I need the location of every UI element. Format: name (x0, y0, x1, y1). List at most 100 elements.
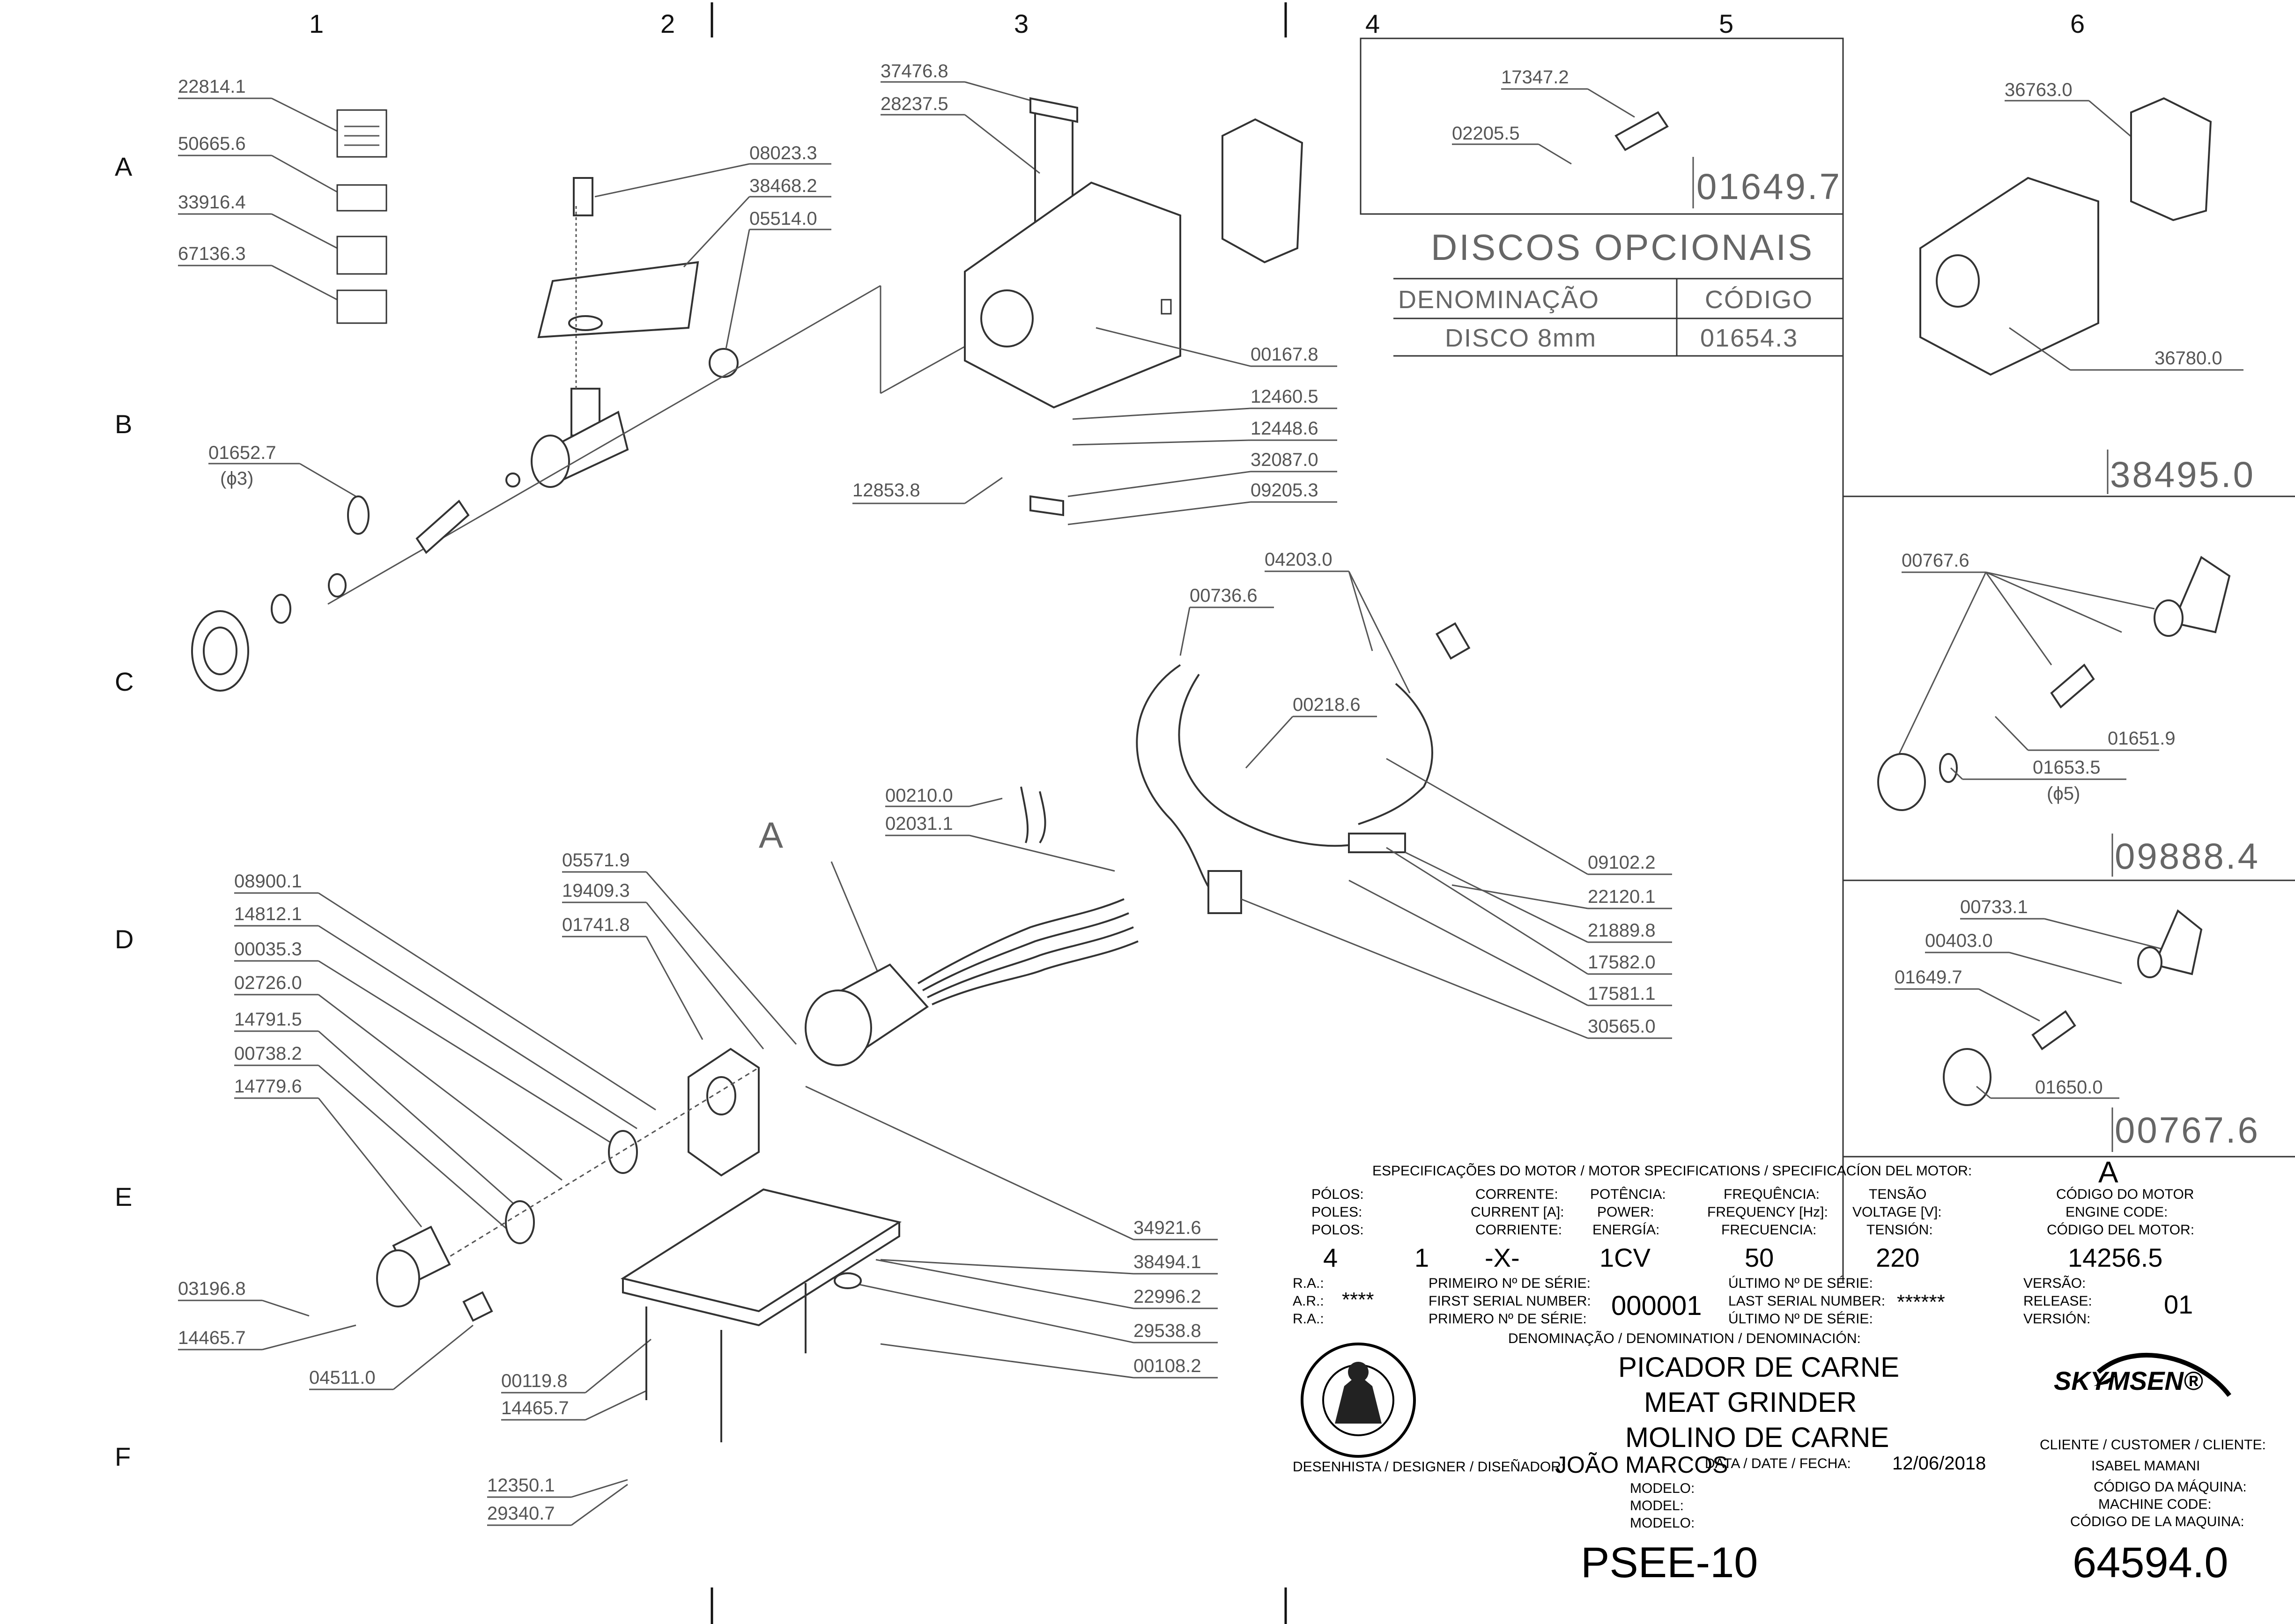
grid-row-b: B (115, 409, 132, 439)
last-serial-value: ****** (1897, 1291, 1945, 1314)
feed-screw-part (2031, 1010, 2076, 1050)
callout-00035-3: 00035.3 (234, 939, 302, 960)
title-block: ESPECIFICAÇÕES DO MOTOR / MOTOR SPECIFIC… (1293, 1155, 2266, 1587)
callout-12448-6: 12448.6 (1251, 418, 1318, 439)
grid-row-e: E (115, 1182, 132, 1211)
tray-part (537, 261, 699, 339)
power-value: 1CV (1599, 1243, 1651, 1272)
warning-label-icon (336, 236, 387, 275)
machine-code-label-en: MACHINE CODE: (2098, 1497, 2212, 1512)
callout-08023-3: 08023.3 (749, 143, 817, 163)
callout-01653-5: 01653.5 (2033, 757, 2101, 778)
callout-phi5: (ϕ5) (2047, 783, 2080, 804)
callout-29538-8: 29538.8 (1133, 1321, 1201, 1341)
callout-02205-5: 02205.5 (1452, 123, 1520, 144)
version-label-es: VERSIÓN: (2023, 1311, 2090, 1327)
callout-01652-7: 01652.7 (208, 443, 276, 463)
vent-cover-part (2130, 97, 2212, 221)
product-name-es: MOLINO DE CARNE (1625, 1422, 1889, 1453)
callout-09102-2: 09102.2 (1588, 852, 1656, 873)
callout-00218-6: 00218.6 (1293, 694, 1361, 715)
feed-screw-part (2050, 664, 2095, 709)
engine-code-value: 14256.5 (2068, 1243, 2162, 1272)
current-label-es: CORRIENTE: (1475, 1222, 1562, 1238)
callout-12350-1: 12350.1 (487, 1475, 555, 1496)
callout-32087-0: 32087.0 (1251, 450, 1318, 470)
callout-04203-0: 04203.0 (1265, 549, 1333, 570)
mouth-part (2172, 556, 2231, 634)
model-label-pt: MODELO: (1630, 1481, 1695, 1496)
callout-01650-0: 01650.0 (2035, 1077, 2103, 1098)
electrical-assembly: 04203.0 00736.6 00218.6 00210.0 02031.1 … (885, 549, 1672, 1039)
subassembly-box-09888-4: 09888.4 00767.6 01651.9 01653.5 (ϕ5) (1843, 550, 2295, 881)
foot-part (834, 1272, 862, 1289)
freq-label-pt: FREQUÊNCIA: (1724, 1187, 1820, 1202)
terminal-block-part (1348, 833, 1406, 853)
callout-29340-7: 29340.7 (487, 1503, 555, 1524)
grid-row-a: A (115, 152, 133, 181)
mouth-part (2153, 909, 2203, 975)
subassembly-code-01649-7: 01649.7 (1696, 166, 1842, 207)
date-label: DATA / DATE / FECHA: (1705, 1456, 1851, 1471)
machine-code-value: 64594.0 (2073, 1539, 2228, 1587)
callout-21889-8: 21889.8 (1588, 920, 1656, 941)
ring-nut-part (1877, 753, 1926, 811)
callout-02031-1: 02031.1 (885, 813, 953, 834)
product-name-en: MEAT GRINDER (1644, 1387, 1857, 1418)
poles-label-es: POLOS: (1311, 1222, 1364, 1238)
grid-col-6: 6 (2070, 9, 2085, 38)
date-value: 12/06/2018 (1892, 1453, 1986, 1474)
model-label-es: MODELO: (1630, 1515, 1695, 1531)
engine-code-label-pt: CÓDIGO DO MOTOR (2056, 1187, 2194, 1202)
callout-50665-6: 50665.6 (178, 133, 246, 154)
denomination-label: DENOMINAÇÃO / DENOMINATION / DENOMINACIÓ… (1508, 1330, 1861, 1346)
optional-discs-table: DISCOS OPCIONAIS DENOMINAÇÃO CÓDIGO DISC… (1393, 227, 1843, 357)
callout-05571-9: 05571.9 (562, 850, 630, 871)
callout-08900-1: 08900.1 (234, 871, 302, 892)
subassembly-code-00767-6: 00767.6 (2115, 1109, 2260, 1151)
machine-code-label-pt: CÓDIGO DA MÁQUINA: (2094, 1479, 2247, 1495)
callout-00736-6: 00736.6 (1190, 585, 1258, 606)
motor-housing-assembly: 37476.8 28237.5 00167.8 12460.5 12448.6 … (852, 61, 1337, 525)
ra-label-2: R.A.: (1293, 1311, 1324, 1327)
callout-01741-8: 01741.8 (562, 915, 630, 935)
grid-col-5: 5 (1719, 9, 1733, 38)
optional-discs-col-name: DENOMINAÇÃO (1398, 286, 1599, 314)
grid-col-2: 2 (660, 9, 675, 38)
frequency-value: 50 (1745, 1243, 1774, 1272)
volt-label-en: VOLTAGE [V]: (1852, 1204, 1942, 1220)
warning-labels-group: 22814.1 50665.6 33916.4 67136.3 (178, 76, 387, 324)
callout-38468-2: 38468.2 (749, 176, 817, 196)
housing-part (964, 181, 1181, 409)
pusher-part (573, 177, 593, 216)
cutting-disc-part (347, 495, 370, 535)
first-serial-value: 000001 (1611, 1291, 1702, 1321)
optional-discs-row-code: 01654.3 (1700, 324, 1798, 352)
subassembly-code-38495-0: 38495.0 (2110, 454, 2255, 495)
version-value: 01 (2164, 1290, 2193, 1319)
knife-part (271, 594, 291, 624)
feed-screw-part (1614, 111, 1669, 151)
callout-19409-3: 19409.3 (562, 880, 630, 901)
washer-part (709, 348, 739, 378)
grid-row-c: C (115, 667, 133, 696)
warning-label-icon (336, 184, 387, 212)
callout-01651-9: 01651.9 (2108, 728, 2176, 749)
bracket-part (1029, 495, 1064, 517)
warning-label-icon (336, 109, 387, 158)
current-value: -X- (1485, 1243, 1520, 1272)
callout-04511-0: 04511.0 (309, 1367, 376, 1388)
designer-value: JOÃO MARCOS (1555, 1452, 1728, 1478)
callout-17347-2: 17347.2 (1501, 67, 1569, 88)
vent-cover-part (1222, 118, 1303, 264)
callout-00733-1: 00733.1 (1960, 897, 2028, 917)
grid-col-3: 3 (1014, 9, 1029, 38)
version-label-pt: VERSÃO: (2023, 1275, 2086, 1291)
freq-label-en: FREQUENCY [Hz]: (1707, 1204, 1828, 1220)
callout-02726-0: 02726.0 (234, 973, 302, 993)
power-label-en: POWER: (1597, 1204, 1654, 1220)
callout-22814-1: 22814.1 (178, 76, 246, 97)
callout-12460-5: 12460.5 (1251, 386, 1318, 407)
grid-col-1: 1 (309, 9, 324, 38)
